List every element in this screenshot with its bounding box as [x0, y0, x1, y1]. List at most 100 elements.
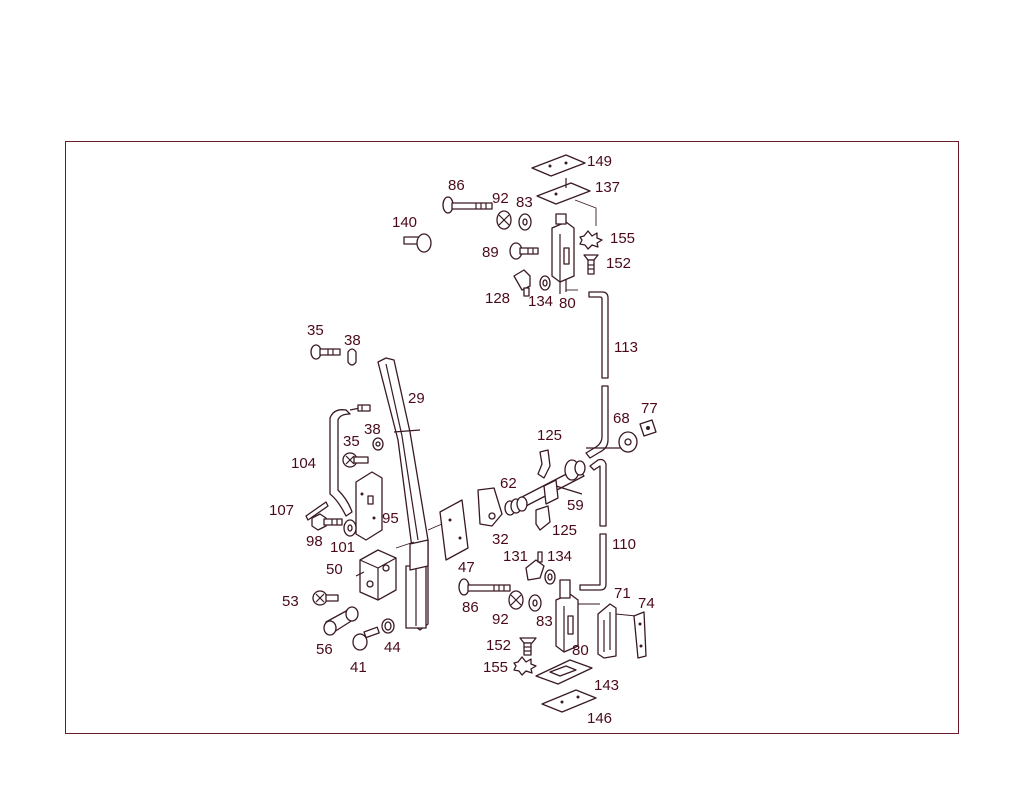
- part-80-latch-upper: [551, 213, 575, 294]
- callout-113: 113: [614, 339, 638, 356]
- part-77-clip: [639, 419, 657, 437]
- part-68-rod: [585, 385, 638, 459]
- part-125-lever-upper: [537, 449, 551, 479]
- callout-143: 143: [594, 677, 619, 694]
- part-140-bolt: [403, 233, 432, 253]
- part-38-washer-upper: [347, 348, 357, 366]
- callout-125: 125: [537, 427, 562, 444]
- callout-104: 104: [291, 455, 316, 472]
- callout-110: 110: [612, 536, 636, 553]
- part-125-lever-lower: [535, 505, 551, 531]
- callout-125-lower: 125: [552, 522, 577, 539]
- part-110-rod: [579, 458, 607, 591]
- callout-56: 56: [316, 641, 333, 658]
- part-59-pivot-shaft: [519, 459, 586, 507]
- part-98-bolt: [311, 513, 343, 531]
- part-29-window-regulator-bar: [377, 357, 429, 631]
- callout-labels: 149 137 86 92 83 140 155 89 152 128 134 …: [269, 153, 658, 727]
- callout-86-lower: 86: [462, 599, 479, 616]
- callout-140: 140: [392, 214, 417, 231]
- part-146-plate: [541, 689, 597, 713]
- callout-95: 95: [382, 510, 399, 527]
- part-32-bracket: [477, 487, 503, 527]
- callout-89: 89: [482, 244, 499, 261]
- part-95-bracket: [355, 471, 383, 541]
- callout-101: 101: [330, 539, 355, 556]
- part-35-bolt-upper: [310, 344, 341, 360]
- callout-32: 32: [492, 531, 509, 548]
- callout-44: 44: [384, 639, 401, 656]
- part-62-spring: [504, 496, 528, 516]
- part-92-lock-washer-lower: [508, 590, 524, 610]
- callout-35: 35: [307, 322, 324, 339]
- part-56-roller: [323, 606, 359, 636]
- part-152-screw: [583, 254, 599, 275]
- part-80-latch-lower: [555, 579, 579, 653]
- part-53-screw: [312, 590, 339, 606]
- callout-71: 71: [614, 585, 631, 602]
- part-38-washer-lower: [372, 437, 384, 451]
- part-152-screw-lower: [519, 637, 537, 656]
- part-137-plate: [536, 178, 591, 205]
- part-74-guide: [633, 611, 647, 659]
- callout-155-lower: 155: [483, 659, 508, 676]
- callout-92-lower: 92: [492, 611, 509, 628]
- part-35-bolt-lower: [342, 452, 369, 468]
- callout-80: 80: [559, 295, 576, 312]
- callout-98: 98: [306, 533, 323, 550]
- callout-83: 83: [516, 194, 533, 211]
- callout-47: 47: [458, 559, 475, 576]
- callout-80-lower: 80: [572, 642, 589, 659]
- part-107-pin: [305, 501, 329, 521]
- callout-38-lower: 38: [364, 421, 381, 438]
- part-134-washer-lower: [544, 569, 556, 585]
- diagram-frame: [65, 141, 959, 734]
- part-155-star-washer-lower: [513, 656, 537, 676]
- callout-59: 59: [567, 497, 584, 514]
- callout-152: 152: [606, 255, 631, 272]
- callout-50: 50: [326, 561, 343, 578]
- callout-134-lower: 134: [547, 548, 572, 565]
- part-134-washer: [539, 275, 551, 291]
- callout-137: 137: [595, 179, 620, 196]
- callout-83-lower: 83: [536, 613, 553, 630]
- part-92-lock-washer: [496, 210, 512, 230]
- callout-107: 107: [269, 502, 294, 519]
- part-155-star-washer: [579, 230, 603, 250]
- part-149-plate: [531, 154, 586, 177]
- callout-68: 68: [613, 410, 630, 427]
- part-131-clip: [525, 551, 545, 581]
- part-47-plate: [439, 499, 469, 561]
- leader-line: [427, 523, 443, 531]
- callout-152-lower: 152: [486, 637, 511, 654]
- part-104-arm: [329, 404, 371, 517]
- callout-134: 134: [528, 293, 553, 310]
- callout-29: 29: [408, 390, 425, 407]
- part-83-washer-lower: [528, 594, 542, 612]
- part-41-bolt: [352, 626, 380, 651]
- callout-62: 62: [500, 475, 517, 492]
- callout-131: 131: [503, 548, 528, 565]
- leader-line: [574, 199, 597, 226]
- callout-149: 149: [587, 153, 612, 170]
- callout-35-lower: 35: [343, 433, 360, 450]
- part-86-bolt-lower: [458, 578, 511, 596]
- part-83-washer: [518, 213, 532, 231]
- part-44-ring: [381, 618, 395, 634]
- callout-146: 146: [587, 710, 612, 727]
- callout-155: 155: [610, 230, 635, 247]
- part-50-block: [355, 549, 397, 601]
- part-71-guide: [597, 603, 617, 659]
- callout-86: 86: [448, 177, 465, 194]
- part-86-bolt: [442, 196, 493, 214]
- leader-line: [395, 541, 415, 549]
- part-89-screw: [509, 242, 539, 260]
- callout-92: 92: [492, 190, 509, 207]
- callout-38: 38: [344, 332, 361, 349]
- part-143-plate: [535, 659, 593, 685]
- part-101-washer: [343, 519, 357, 537]
- callout-128: 128: [485, 290, 510, 307]
- callout-53: 53: [282, 593, 299, 610]
- callout-41: 41: [350, 659, 367, 676]
